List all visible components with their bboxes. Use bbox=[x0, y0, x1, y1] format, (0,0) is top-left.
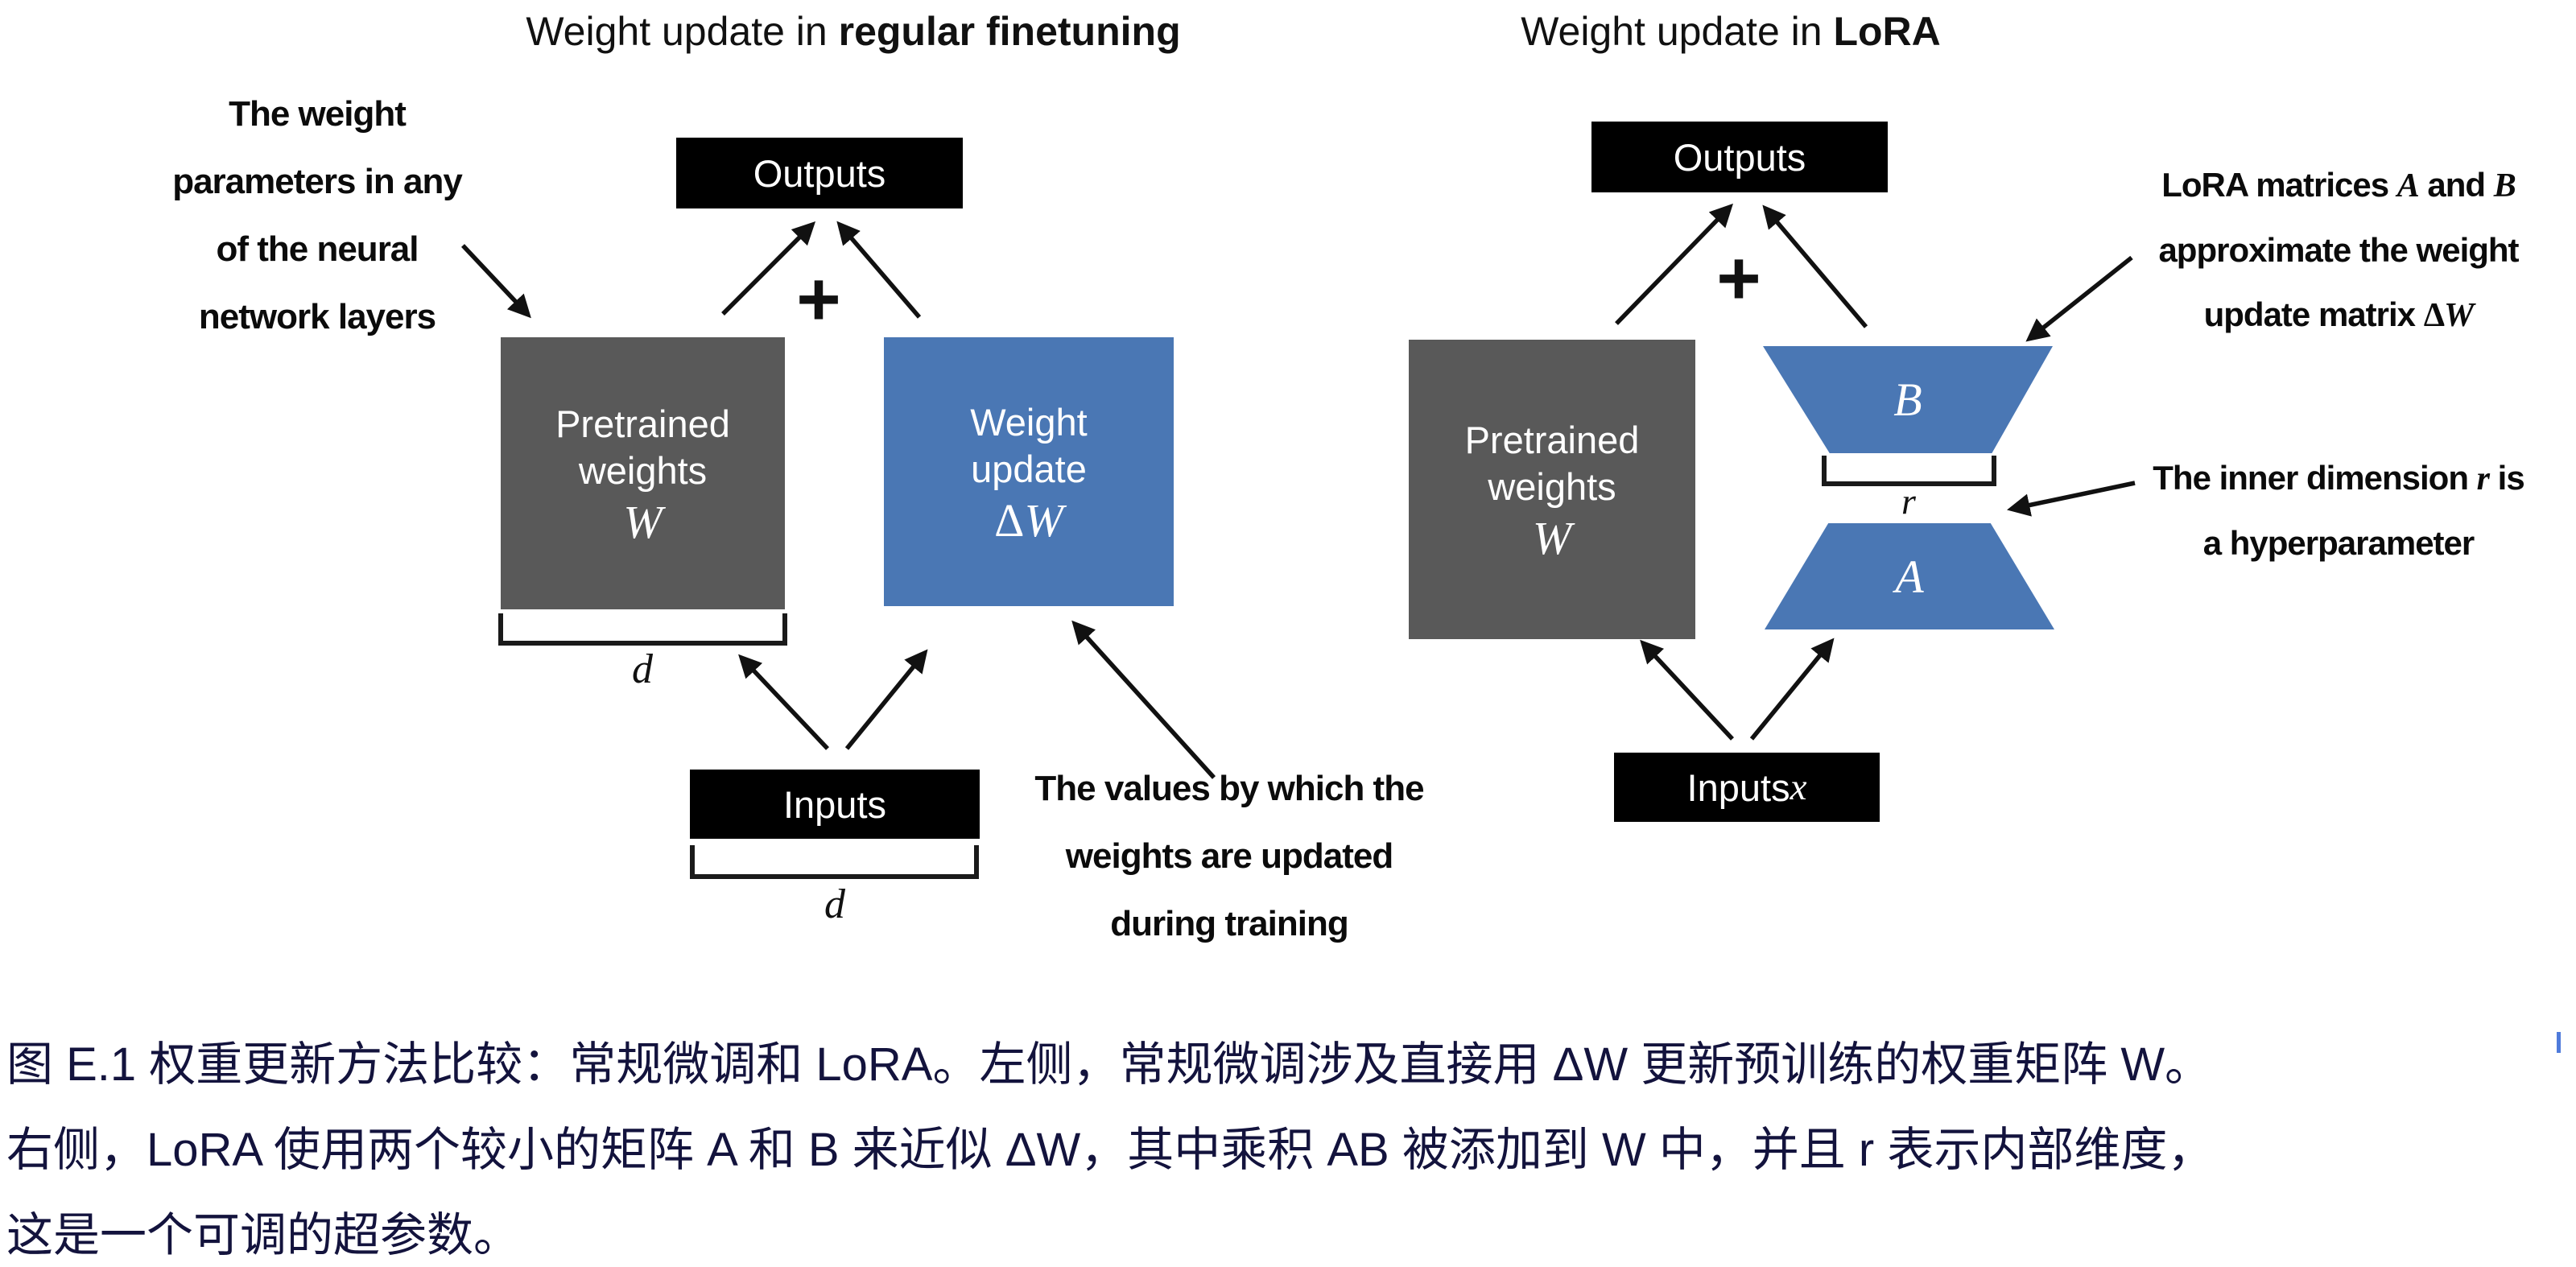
text-cursor bbox=[2557, 1032, 2561, 1053]
dim-r: r bbox=[1901, 481, 1916, 522]
pretrained-weights-box-left: Pretrained weights W bbox=[501, 337, 785, 609]
symbol-delta-w: ΔW bbox=[994, 494, 1063, 547]
arrow-inputs-to-pretrained-left bbox=[738, 654, 829, 750]
plus-sign-left: + bbox=[796, 257, 841, 342]
right-title: Weight update in LoRA bbox=[1368, 8, 2093, 55]
inputs-symbol-x: x bbox=[1790, 766, 1807, 808]
left-title-bold: regular finetuning bbox=[838, 9, 1181, 54]
lora-matrix-b: B bbox=[1763, 346, 2053, 453]
symbol-w-left: W bbox=[623, 496, 663, 548]
symbol-w-right: W bbox=[1532, 512, 1572, 564]
inputs-box-right: Inputs x bbox=[1614, 753, 1880, 822]
matrix-a-label: A bbox=[1895, 550, 1924, 603]
plus-sign-right: + bbox=[1716, 236, 1761, 321]
annotation-values: The values by which the weights are upda… bbox=[1034, 769, 1424, 943]
outputs-box-left: Outputs bbox=[676, 138, 963, 208]
outputs-label-right: Outputs bbox=[1673, 135, 1806, 179]
inputs-box-left: Inputs bbox=[690, 770, 980, 839]
arrow-inputsx-to-pretrained bbox=[1640, 639, 1735, 741]
pretrained-weights-box-right: Pretrained weights W bbox=[1409, 340, 1695, 639]
lora-matrix-a: A bbox=[1765, 523, 2054, 629]
inputs-label-right: Inputs bbox=[1686, 766, 1790, 809]
left-title: Weight update in regular finetuning bbox=[451, 8, 1256, 55]
bracket-d-inputs bbox=[690, 845, 979, 879]
arrow-inputsx-to-a bbox=[1749, 638, 1835, 741]
outputs-box-right: Outputs bbox=[1591, 122, 1888, 192]
figure-caption: 图 E.1 权重更新方法比较：常规微调和 LoRA。左侧，常规微调涉及直接用 Δ… bbox=[6, 1022, 2574, 1267]
bracket-d-pretrained bbox=[498, 613, 787, 646]
annotation-inner-dimension: The inner dimension r is a hyperparamete… bbox=[2153, 459, 2524, 562]
right-title-bold: LoRA bbox=[1833, 9, 1941, 54]
annotation-weight-params: The weight parameters in any of the neur… bbox=[172, 94, 463, 336]
caption-line-2: 右侧，LoRA 使用两个较小的矩阵 A 和 B 来近似 ΔW，其中乘积 AB 被… bbox=[6, 1124, 2215, 1176]
weight-update-box: Weight update ΔW bbox=[884, 337, 1174, 606]
arrow-b-to-outputs-right bbox=[1762, 204, 1868, 328]
caption-line-3: 这是一个可调的超参数。 bbox=[6, 1209, 521, 1261]
dim-d-weights: d bbox=[632, 646, 653, 692]
matrix-b-label: B bbox=[1893, 373, 1922, 426]
right-title-prefix: Weight update in bbox=[1521, 9, 1834, 54]
caption-line-1: 图 E.1 权重更新方法比较：常规微调和 LoRA。左侧，常规微调涉及直接用 Δ… bbox=[6, 1038, 2212, 1091]
outputs-label-left: Outputs bbox=[753, 151, 886, 195]
left-title-prefix: Weight update in bbox=[526, 9, 839, 54]
arrow-inputs-to-weightupdate-left bbox=[844, 649, 928, 750]
dim-d-inputs: d bbox=[824, 881, 845, 927]
inputs-label-left: Inputs bbox=[782, 782, 887, 826]
annotation-lora-matrices: LoRA matrices A and B approximate the we… bbox=[2158, 166, 2519, 334]
